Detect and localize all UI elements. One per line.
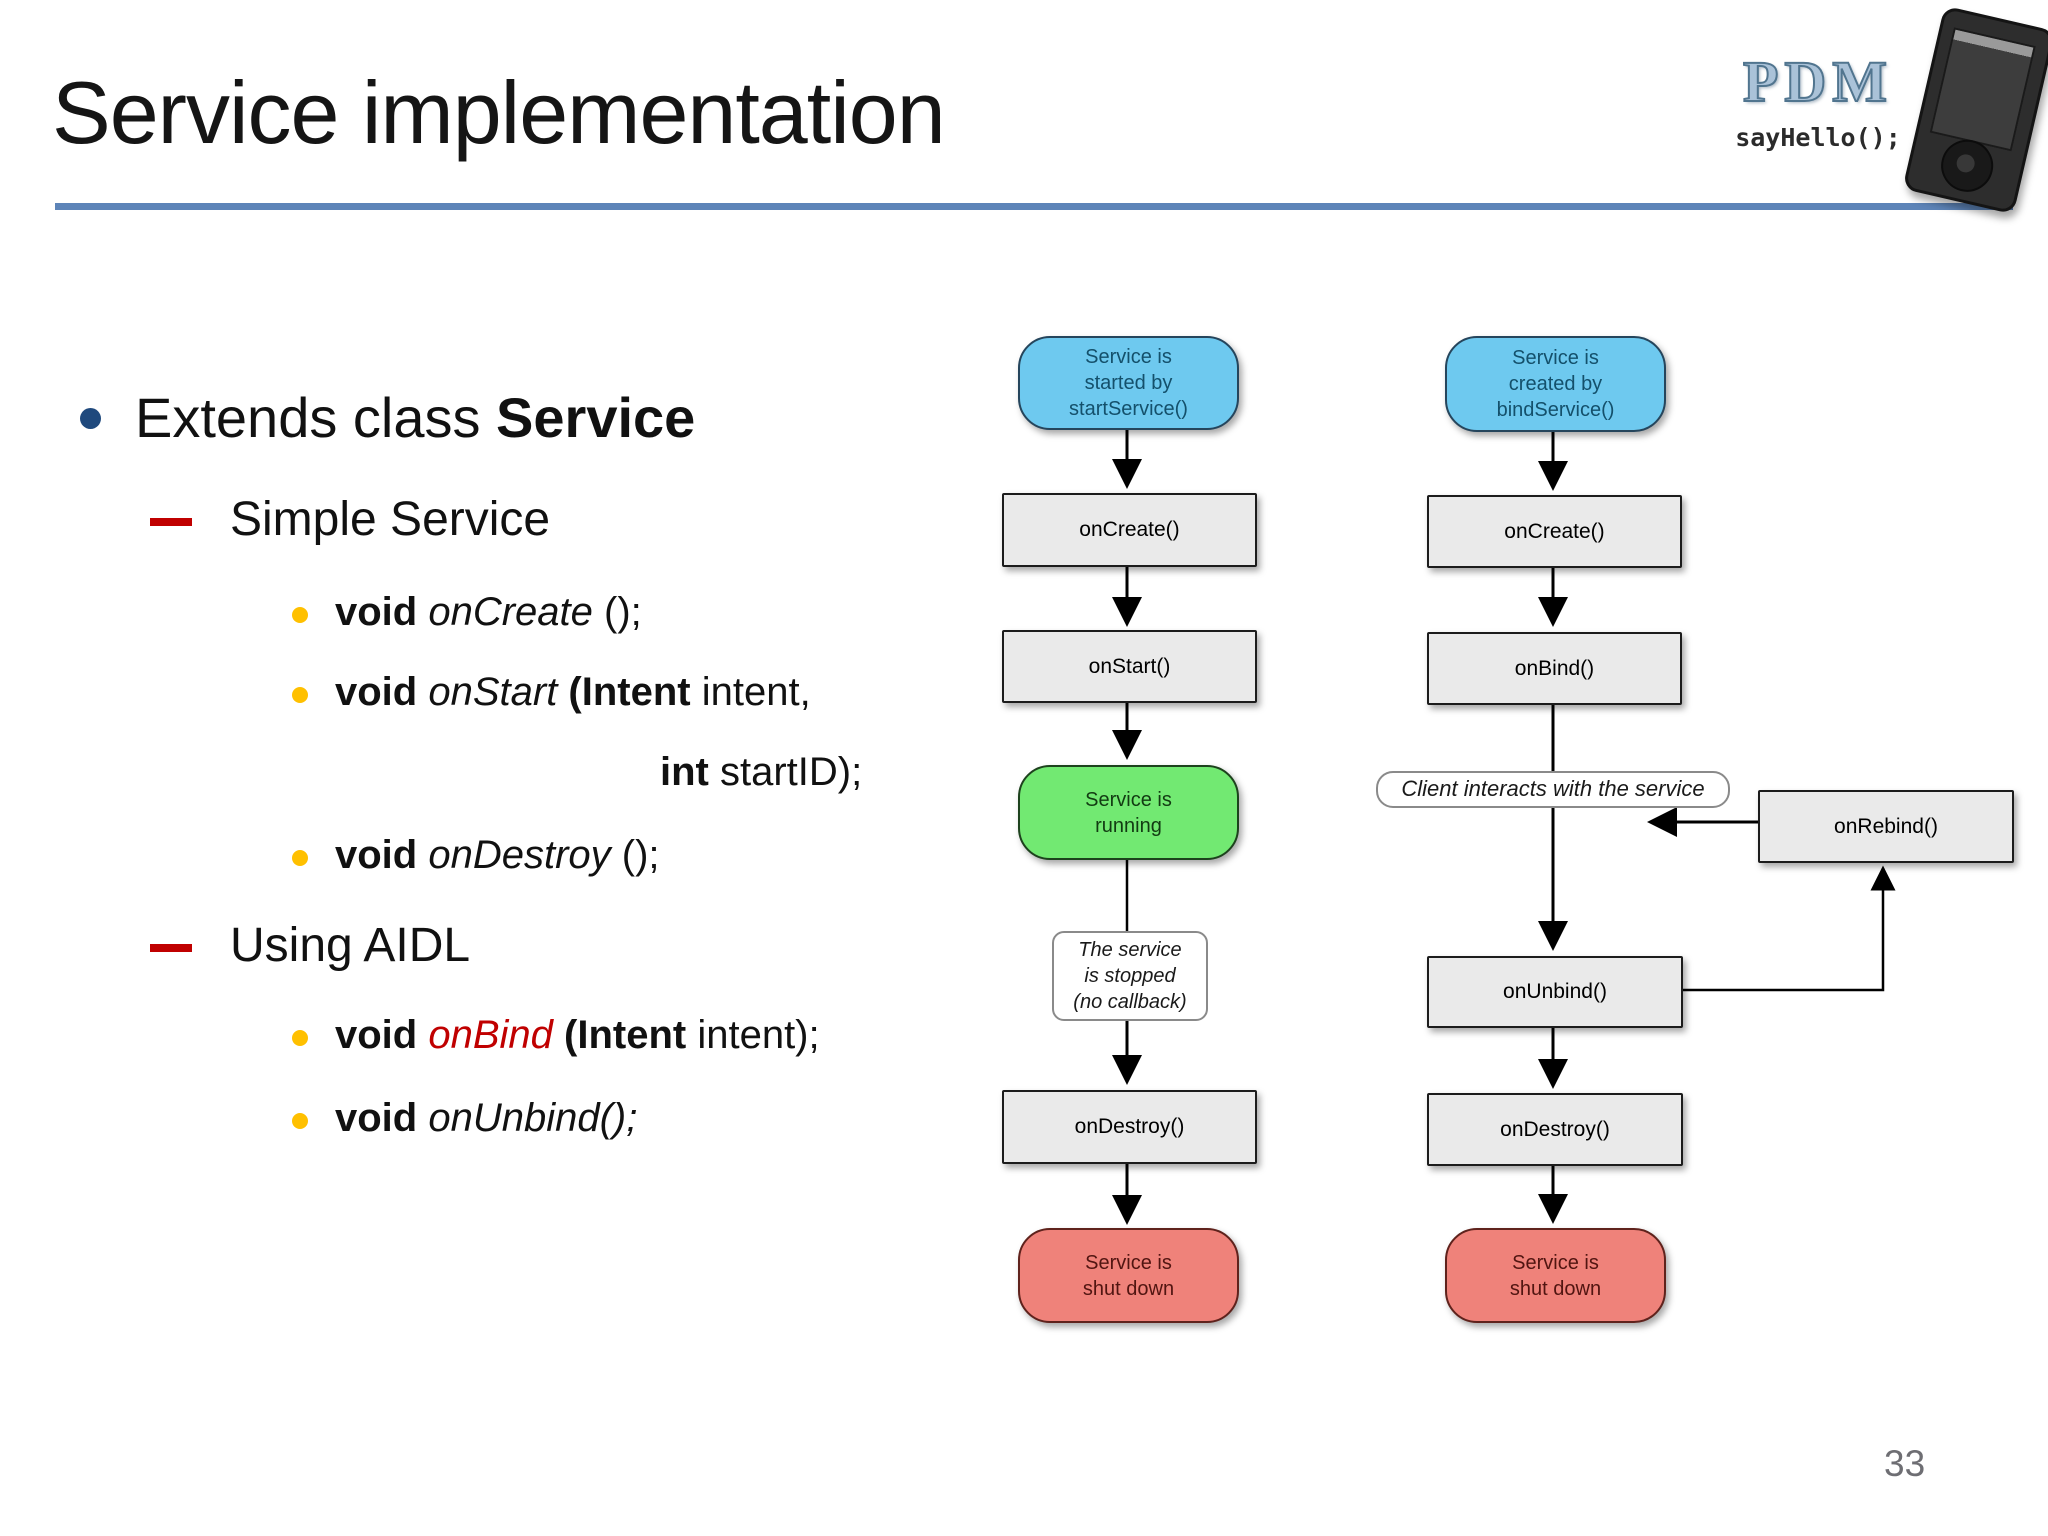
bullet-icon-level3 xyxy=(292,607,308,623)
keyword-void: void xyxy=(335,833,429,877)
callback-onstart: onStart() xyxy=(1002,630,1257,703)
dash-icon xyxy=(150,518,192,526)
dash-icon xyxy=(150,944,192,952)
bullet-icon-level3 xyxy=(292,850,308,866)
bullet-icon-level3 xyxy=(292,1113,308,1129)
callback-oncreate-bound: onCreate() xyxy=(1427,495,1682,568)
keyword-int: int xyxy=(660,750,709,794)
signature-tail: intent, xyxy=(690,670,811,714)
keyword-void: void xyxy=(335,590,429,634)
page-number: 33 xyxy=(1884,1443,1926,1484)
bullet-text-bold: Service xyxy=(496,386,696,449)
signature-tail: startID); xyxy=(708,750,863,794)
bullet-text: Extends class xyxy=(135,386,497,449)
note-service-stopped: The service is stopped (no callback) xyxy=(1052,931,1208,1021)
state-service-created: Service is created by bindService() xyxy=(1445,336,1666,432)
bullet-void-onstart: void onStart (Intent intent, xyxy=(335,670,811,715)
bullet-void-onunbind: void onUnbind(); xyxy=(335,1096,637,1141)
title-underline xyxy=(55,203,2013,210)
bullet-extends-class-service: Extends class Service xyxy=(135,385,695,450)
method-ondestroy: onDestroy xyxy=(428,833,611,877)
callback-ondestroy-bound: onDestroy() xyxy=(1427,1093,1683,1166)
bullet-using-aidl: Using AIDL xyxy=(230,919,471,972)
state-service-started: Service is started by startService() xyxy=(1018,336,1239,430)
pdm-logo-text: PDM xyxy=(1742,48,1894,115)
bullet-void-ondestroy: void onDestroy (); xyxy=(335,833,660,878)
bullet-void-onbind: void onBind (Intent intent); xyxy=(335,1013,820,1058)
bullet-int-startid: int startID); xyxy=(660,750,862,795)
note-client-interacts: Client interacts with the service xyxy=(1376,771,1730,808)
method-onunbind: onUnbind(); xyxy=(428,1096,638,1140)
callback-onrebind: onRebind() xyxy=(1758,790,2014,863)
method-oncreate: onCreate xyxy=(428,590,593,634)
pdm-logo: PDM sayHello(); xyxy=(1718,48,1918,152)
method-onstart: onStart xyxy=(428,670,558,714)
signature-tail: intent); xyxy=(686,1013,820,1057)
state-service-shutdown-started: Service is shut down xyxy=(1018,1228,1239,1323)
bullet-simple-service: Simple Service xyxy=(230,493,551,546)
keyword-void: void xyxy=(335,670,429,714)
page-title: Service implementation xyxy=(52,63,946,162)
signature-tail: (); xyxy=(610,833,660,877)
keyword-void: void xyxy=(335,1096,429,1140)
callback-onbind: onBind() xyxy=(1427,632,1682,705)
callback-ondestroy-started: onDestroy() xyxy=(1002,1090,1257,1164)
sayhello-code: sayHello(); xyxy=(1735,123,1901,152)
bullet-void-oncreate: void onCreate (); xyxy=(335,590,642,635)
keyword-intent: (Intent xyxy=(552,1013,687,1057)
bullet-icon-level3 xyxy=(292,687,308,703)
keyword-intent: (Intent xyxy=(557,670,691,714)
signature-tail: (); xyxy=(592,590,642,634)
callback-onunbind: onUnbind() xyxy=(1427,956,1683,1028)
bullet-icon-level1 xyxy=(80,408,101,429)
bullet-icon-level3 xyxy=(292,1030,308,1046)
callback-oncreate-started: onCreate() xyxy=(1002,493,1257,567)
state-service-running: Service is running xyxy=(1018,765,1239,860)
keyword-void: void xyxy=(335,1013,429,1057)
state-service-shutdown-bound: Service is shut down xyxy=(1445,1228,1666,1323)
method-onbind: onBind xyxy=(428,1013,553,1057)
